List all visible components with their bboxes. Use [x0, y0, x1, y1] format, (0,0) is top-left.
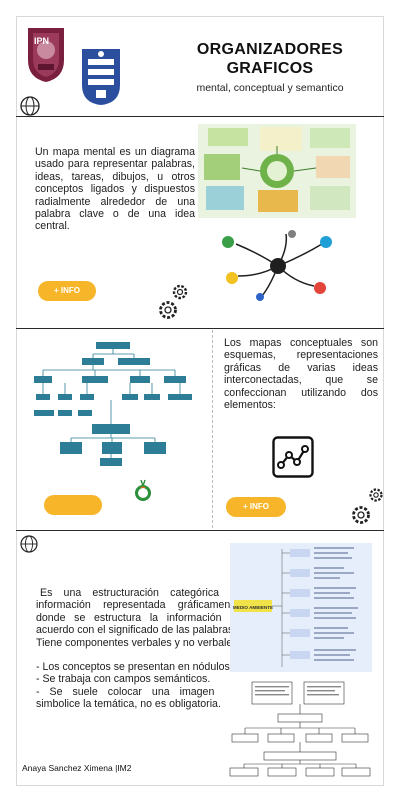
semantic-components: Tiene componentes verbales y no verbales…	[36, 636, 241, 649]
gear-icon	[349, 503, 373, 527]
graph-nodes-icon	[272, 436, 314, 478]
page-subtitle: mental, conceptual y semantico	[196, 82, 344, 94]
conceptual-info-button[interactable]: + INFO	[226, 497, 286, 517]
semantic-definition: Es una estructuración categórica de info…	[36, 587, 242, 637]
globe-icon	[19, 534, 39, 554]
page-title: ORGANIZADORES GRAFICOS	[170, 40, 370, 78]
concept-map-image	[26, 338, 198, 468]
conceptual-left-button[interactable]	[44, 495, 102, 515]
semantic-map-image: MEDIO AMBIENTE	[230, 543, 372, 672]
gear-icon	[170, 282, 190, 302]
globe-icon	[19, 95, 41, 117]
mental-map-image-ecology	[198, 124, 356, 218]
title-line-2: GRAFICOS	[226, 60, 314, 77]
author-footer: Anaya Sanchez Ximena |IM2	[22, 763, 132, 773]
page-frame	[16, 16, 384, 786]
svg-text:IPN: IPN	[34, 36, 49, 46]
mental-info-button[interactable]: + INFO	[38, 281, 96, 301]
mental-map-image-sketch	[198, 226, 356, 302]
gear-icon	[156, 298, 180, 322]
semantic-tree-image	[224, 678, 376, 782]
semantic-map-center-label: MEDIO AMBIENTE	[233, 605, 273, 610]
ipn-logo: IPN	[22, 24, 70, 84]
section-vertical-rule	[212, 330, 213, 528]
apple-icon	[134, 478, 152, 504]
semantic-bullet: - Se suele colocar una imagen que simbol…	[36, 685, 242, 711]
mental-map-text: Un mapa mental es un diagrama usado para…	[35, 146, 195, 233]
gear-icon	[367, 486, 385, 504]
section-divider	[16, 530, 384, 531]
concept-map-text: Los mapas conceptuales son esquemas, rep…	[224, 337, 378, 412]
esime-logo	[78, 45, 124, 107]
title-line-1: ORGANIZADORES	[196, 41, 344, 58]
semantic-bullet: - Los conceptos se presentan en nódulos.	[36, 661, 233, 674]
section-divider	[16, 116, 384, 117]
semantic-map-text: Es una estructuración categórica de info…	[36, 587, 242, 711]
section-divider	[16, 328, 384, 329]
semantic-bullet: - Se trabaja con campos semánticos.	[36, 673, 211, 686]
